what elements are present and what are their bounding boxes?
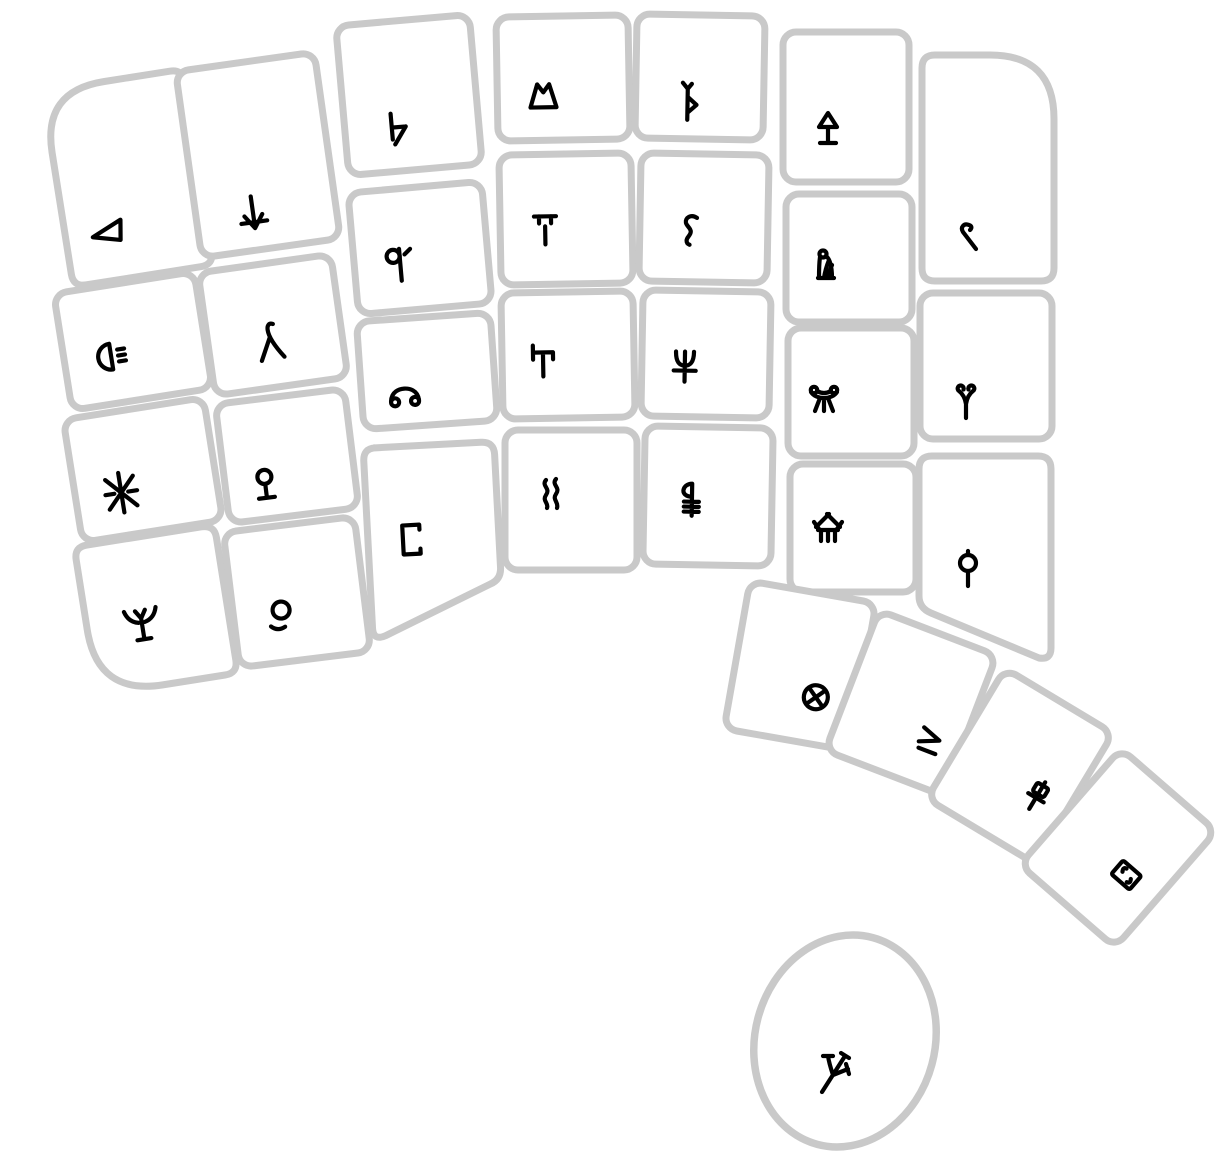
key-c3r3[interactable] (353, 309, 501, 433)
key-c3r2[interactable] (345, 178, 495, 318)
key-c6r2[interactable] (782, 190, 916, 326)
key-c2r4[interactable] (221, 514, 373, 670)
key-oval[interactable] (730, 914, 959, 1164)
key-c7r1[interactable] (918, 51, 1058, 285)
key-c4r4[interactable] (501, 426, 641, 574)
key-c5r1[interactable] (631, 10, 769, 144)
key-c6r4[interactable] (786, 460, 920, 596)
key-c3r1[interactable] (333, 12, 485, 178)
key-c3r4[interactable] (360, 438, 505, 641)
key-c2r2[interactable] (196, 252, 350, 398)
key-c7r3[interactable] (915, 452, 1055, 662)
key-c2r1[interactable] (173, 50, 343, 260)
thumb-cluster (722, 579, 1216, 948)
key-c5r2[interactable] (635, 149, 773, 287)
key-c1r2[interactable] (52, 269, 214, 413)
key-t4[interactable] (1020, 749, 1216, 948)
key-c1r4[interactable] (72, 523, 240, 695)
key-c6r3[interactable] (784, 324, 918, 460)
key-c7r2[interactable] (916, 289, 1056, 443)
key-c4r3[interactable] (497, 287, 639, 423)
key-c5r4[interactable] (639, 422, 777, 570)
key-c4r2[interactable] (495, 149, 637, 289)
key-c4r1[interactable] (492, 11, 634, 145)
key-c2r3[interactable] (213, 386, 361, 526)
key-c1r3[interactable] (61, 396, 225, 544)
key-c5r3[interactable] (637, 286, 775, 422)
key-c6r1[interactable] (779, 28, 913, 186)
